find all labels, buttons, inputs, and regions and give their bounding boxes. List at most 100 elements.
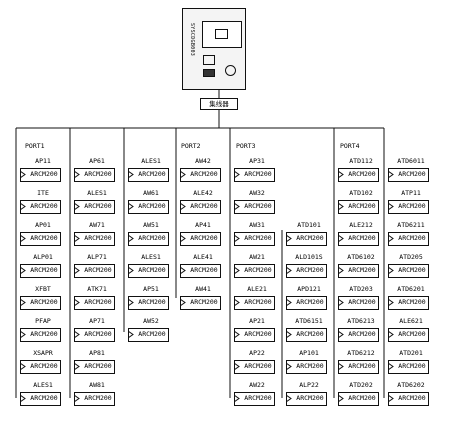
device-model: ARCM200 bbox=[398, 298, 426, 306]
device-box bbox=[74, 296, 115, 310]
meter-symbol-icon bbox=[20, 394, 26, 403]
meter-symbol-icon bbox=[128, 266, 134, 275]
device-name: ALP01 bbox=[33, 253, 53, 261]
device-model: ARCM200 bbox=[296, 330, 324, 338]
device-name: ALE21 bbox=[247, 285, 267, 293]
device-box bbox=[128, 296, 169, 310]
device-model: ARCM200 bbox=[348, 202, 376, 210]
device-name: AW22 bbox=[249, 381, 265, 389]
host-indicator-icon bbox=[203, 55, 215, 65]
device-model: ARCM200 bbox=[84, 170, 112, 178]
device-model: ARCM200 bbox=[190, 202, 218, 210]
device-name: ATD202 bbox=[349, 381, 373, 389]
device-model: ARCM200 bbox=[348, 298, 376, 306]
meter-symbol-icon bbox=[338, 170, 344, 179]
device-model: ARCM200 bbox=[398, 170, 426, 178]
meter-symbol-icon bbox=[128, 202, 134, 211]
meter-symbol-icon bbox=[338, 362, 344, 371]
device-box bbox=[20, 232, 61, 246]
device-name: ALP22 bbox=[299, 381, 319, 389]
device-model: ARCM200 bbox=[398, 362, 426, 370]
device-model: ARCM200 bbox=[348, 170, 376, 178]
meter-symbol-icon bbox=[234, 394, 240, 403]
device-model: ARCM200 bbox=[398, 266, 426, 274]
port-label-2: PORT2 bbox=[181, 142, 201, 150]
meter-symbol-icon bbox=[286, 330, 292, 339]
device-box bbox=[128, 328, 169, 342]
device-model: ARCM200 bbox=[244, 362, 272, 370]
meter-symbol-icon bbox=[74, 362, 80, 371]
device-box bbox=[338, 328, 379, 342]
device-box bbox=[74, 392, 115, 406]
device-model: ARCM200 bbox=[190, 266, 218, 274]
meter-symbol-icon bbox=[20, 362, 26, 371]
device-name: ATD6212 bbox=[347, 349, 375, 357]
device-box bbox=[286, 360, 327, 374]
meter-symbol-icon bbox=[338, 234, 344, 243]
device-model: ARCM200 bbox=[190, 298, 218, 306]
device-box bbox=[180, 168, 221, 182]
host-cabinet: SYSCDGB003 bbox=[182, 8, 246, 90]
meter-symbol-icon bbox=[20, 202, 26, 211]
device-box bbox=[180, 296, 221, 310]
device-model: ARCM200 bbox=[84, 394, 112, 402]
meter-symbol-icon bbox=[234, 234, 240, 243]
device-model: ARCM200 bbox=[348, 330, 376, 338]
meter-symbol-icon bbox=[74, 330, 80, 339]
meter-symbol-icon bbox=[128, 170, 134, 179]
device-box bbox=[20, 296, 61, 310]
device-box bbox=[20, 264, 61, 278]
device-box bbox=[234, 360, 275, 374]
device-name: AW52 bbox=[143, 317, 159, 325]
device-model: ARCM200 bbox=[138, 330, 166, 338]
meter-symbol-icon bbox=[388, 234, 394, 243]
meter-symbol-icon bbox=[20, 170, 26, 179]
device-model: ARCM200 bbox=[190, 170, 218, 178]
device-name: PFAP bbox=[35, 317, 51, 325]
device-name: AP71 bbox=[89, 317, 105, 325]
device-model: ARCM200 bbox=[296, 266, 324, 274]
device-model: ARCM200 bbox=[348, 362, 376, 370]
meter-symbol-icon bbox=[286, 298, 292, 307]
device-model: ARCM200 bbox=[348, 394, 376, 402]
device-box bbox=[234, 168, 275, 182]
device-box bbox=[20, 360, 61, 374]
device-box bbox=[388, 328, 429, 342]
device-model: ARCM200 bbox=[84, 266, 112, 274]
meter-symbol-icon bbox=[128, 234, 134, 243]
device-box bbox=[180, 232, 221, 246]
meter-symbol-icon bbox=[74, 394, 80, 403]
meter-symbol-icon bbox=[180, 266, 186, 275]
device-box bbox=[338, 168, 379, 182]
device-box bbox=[74, 264, 115, 278]
device-box bbox=[20, 392, 61, 406]
meter-symbol-icon bbox=[286, 266, 292, 275]
device-model: ARCM200 bbox=[244, 330, 272, 338]
device-model: ARCM200 bbox=[138, 170, 166, 178]
device-box bbox=[234, 296, 275, 310]
device-box bbox=[234, 264, 275, 278]
device-model: ARCM200 bbox=[30, 170, 58, 178]
meter-symbol-icon bbox=[20, 266, 26, 275]
meter-symbol-icon bbox=[234, 266, 240, 275]
